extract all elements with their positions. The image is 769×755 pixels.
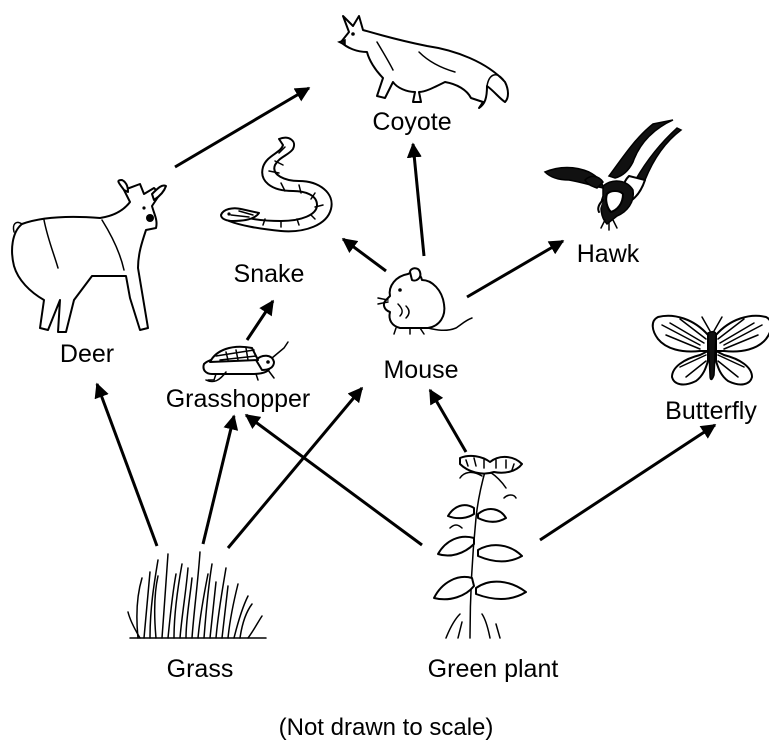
mouse-drawing: [378, 268, 472, 334]
arrow-greenplant-to-mouse: [430, 390, 466, 452]
arrow-mouse-to-hawk: [467, 241, 563, 297]
scale-note: (Not drawn to scale): [279, 714, 494, 741]
label-grass: Grass: [167, 655, 234, 683]
label-butterfly: Butterfly: [665, 397, 757, 425]
arrow-deer-to-coyote: [175, 88, 309, 167]
label-coyote: Coyote: [372, 108, 451, 136]
grass-drawing: [128, 552, 266, 638]
butterfly-drawing: [653, 316, 769, 385]
green-plant-drawing: [434, 456, 526, 638]
deer-drawing: [12, 180, 166, 332]
grasshopper-drawing: [203, 342, 288, 382]
label-hawk: Hawk: [577, 240, 640, 268]
coyote-drawing: [339, 16, 508, 108]
arrow-greenplant-to-grasshopper: [246, 415, 422, 545]
label-mouse: Mouse: [383, 356, 458, 384]
label-green-plant: Green plant: [428, 655, 559, 683]
arrow-mouse-to-coyote: [413, 144, 424, 256]
label-snake: Snake: [234, 260, 305, 288]
hawk-drawing: [545, 120, 681, 230]
arrow-grass-to-grasshopper: [203, 416, 234, 544]
snake-drawing: [221, 138, 332, 232]
label-grasshopper: Grasshopper: [166, 385, 311, 413]
arrow-grass-to-deer: [97, 384, 157, 546]
arrow-greenplant-to-butterfly: [540, 425, 715, 540]
label-deer: Deer: [60, 340, 114, 368]
arrow-mouse-to-snake: [343, 239, 386, 271]
arrow-grasshopper-to-snake: [247, 301, 273, 340]
